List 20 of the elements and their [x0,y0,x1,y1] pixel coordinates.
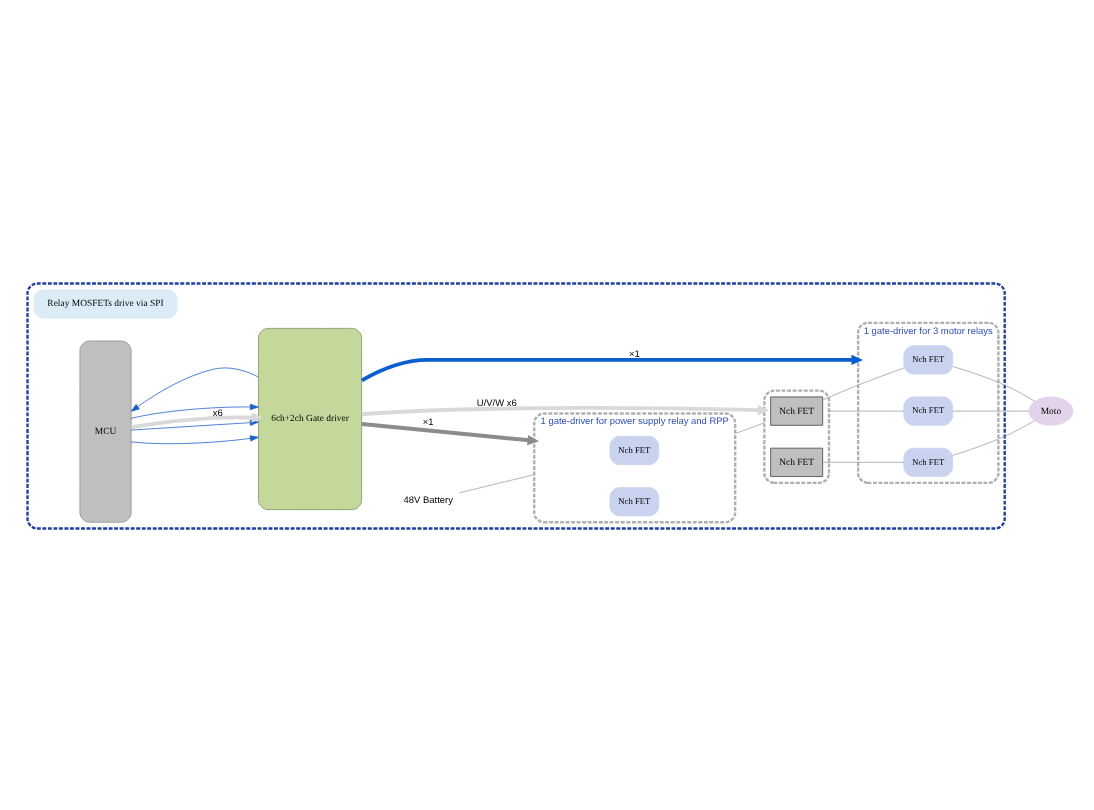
arrow [130,434,259,444]
connector [459,473,535,493]
connector [822,366,904,400]
connector [734,421,765,433]
cluster [856,320,1000,483]
connector [952,365,1036,401]
connector [952,419,1035,455]
cluster [763,388,831,483]
arrow [360,353,864,382]
connector [952,409,1030,411]
arrow [361,421,540,445]
cluster [26,281,1006,529]
arrow [131,411,264,429]
connector [828,409,905,411]
arrow [130,418,259,430]
arrow [130,366,259,411]
arrow [361,404,770,416]
cluster [533,411,737,523]
connector [822,460,905,462]
arrow [130,402,259,418]
